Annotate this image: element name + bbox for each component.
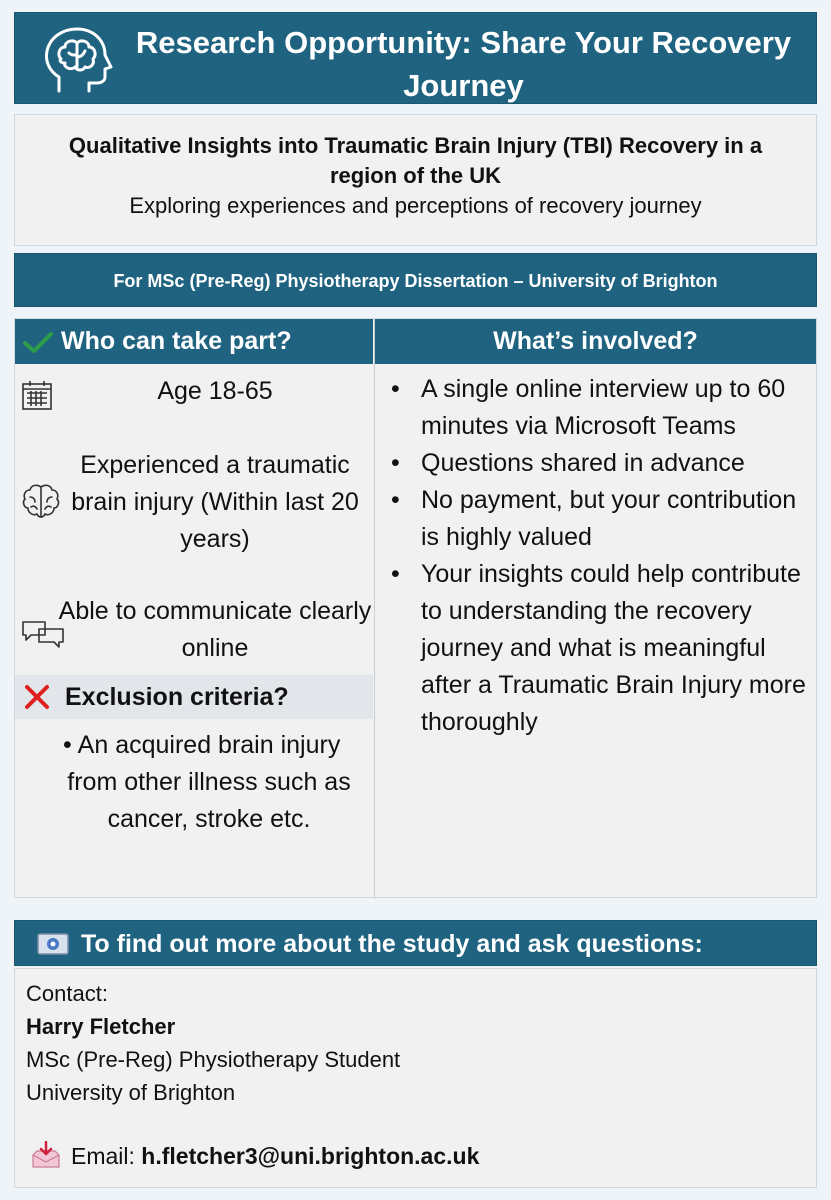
cross-icon <box>25 685 49 709</box>
eligibility-heading: Who can take part? <box>15 319 373 364</box>
eligibility-item-text: Experienced a traumatic brain injury (Wi… <box>71 451 359 553</box>
column-divider <box>374 319 375 899</box>
eligibility-item-text: Able to communicate clearly online <box>58 597 372 662</box>
dissertation-banner: For MSc (Pre-Reg) Physiotherapy Disserta… <box>14 253 817 307</box>
contact-org: University of Brighton <box>26 1080 236 1105</box>
brain-head-icon <box>45 27 113 93</box>
eligibility-item: Able to communicate clearly online <box>15 593 373 667</box>
involved-list: A single online interview up to 60 minut… <box>385 371 806 741</box>
checkmark-icon <box>23 332 53 353</box>
contact-heading: To find out more about the study and ask… <box>14 920 817 966</box>
page-title: Research Opportunity: Share Your Recover… <box>135 25 792 103</box>
exclusion-item: • An acquired brain injury from other il… <box>15 727 373 838</box>
calendar-icon <box>22 381 52 410</box>
criteria-panel: Who can take part? What’s involved? Age … <box>14 318 817 899</box>
study-title: Qualitative Insights into Traumatic Brai… <box>68 133 763 188</box>
eligibility-item: Age 18-65 <box>15 373 373 410</box>
exclusion-heading-label: Exclusion criteria? <box>65 683 289 711</box>
contact-label: Contact: <box>26 981 108 1006</box>
email-label: Email: <box>71 1143 135 1169</box>
exclusion-item-text: An acquired brain injury from other illn… <box>67 731 351 833</box>
chat-icon <box>22 621 64 648</box>
email-address[interactable]: h.fletcher3@uni.brighton.ac.uk <box>141 1143 480 1169</box>
email-inbox-icon <box>32 1141 60 1168</box>
involved-item: No payment, but your contribution is hig… <box>385 482 806 556</box>
bullet-icon: • <box>63 731 72 759</box>
brain-icon <box>22 484 60 518</box>
contact-card-icon <box>37 933 69 955</box>
eligibility-item: Experienced a traumatic brain injury (Wi… <box>15 447 373 558</box>
email-row: Email: h.fletcher3@uni.brighton.ac.uk <box>31 1139 479 1173</box>
contact-role: MSc (Pre-Reg) Physiotherapy Student <box>26 1047 401 1072</box>
study-tagline: Exploring experiences and perceptions of… <box>129 193 702 218</box>
involved-item: A single online interview up to 60 minut… <box>385 371 806 445</box>
contact-heading-label: To find out more about the study and ask… <box>81 930 703 958</box>
contact-name: Harry Fletcher <box>26 1014 176 1039</box>
involved-heading: What’s involved? <box>375 319 816 364</box>
study-summary: Qualitative Insights into Traumatic Brai… <box>14 114 817 246</box>
involved-item: Your insights could help contribute to u… <box>385 556 806 741</box>
contact-details: Contact: Harry Fletcher MSc (Pre-Reg) Ph… <box>14 968 817 1188</box>
involved-item: Questions shared in advance <box>385 445 806 482</box>
eligibility-heading-label: Who can take part? <box>61 327 292 355</box>
exclusion-heading: Exclusion criteria? <box>15 675 373 719</box>
header-banner: Research Opportunity: Share Your Recover… <box>14 12 817 104</box>
eligibility-item-text: Age 18-65 <box>157 377 273 405</box>
